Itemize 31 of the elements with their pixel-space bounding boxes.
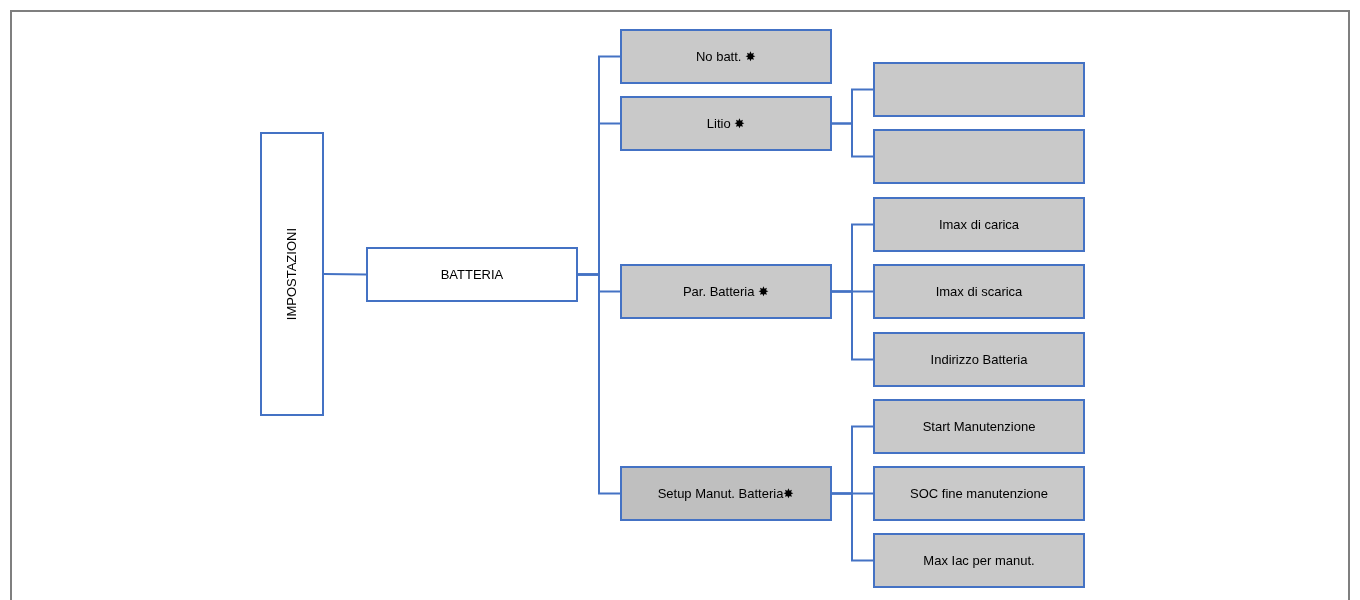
connector-line bbox=[323, 273, 367, 276]
menu-box bbox=[873, 533, 1085, 588]
menu-label: Litio ✸ bbox=[706, 114, 746, 133]
menu-label: Start Manutenzione bbox=[922, 417, 1036, 436]
menu-box bbox=[873, 264, 1085, 319]
menu-label: Setup Manut. Batteria✸ bbox=[657, 484, 795, 503]
menu-box bbox=[620, 264, 832, 319]
menu-label: Imax di scarica bbox=[935, 282, 1023, 301]
connector-line bbox=[831, 122, 874, 158]
menu-box bbox=[620, 96, 832, 151]
menu-box bbox=[366, 247, 578, 302]
empty-box bbox=[873, 129, 1085, 184]
menu-box bbox=[620, 466, 832, 521]
connector-line bbox=[831, 290, 874, 361]
menu-label: Max Iac per manut. bbox=[923, 551, 1035, 570]
menu-box bbox=[620, 29, 832, 84]
menu-label: Indirizzo Batteria bbox=[930, 350, 1028, 369]
menu-label: SOC fine manutenzione bbox=[910, 484, 1048, 503]
menu-label: No batt. ✸ bbox=[695, 47, 757, 66]
connector-line bbox=[577, 273, 621, 495]
menu-box bbox=[873, 466, 1085, 521]
menu-box bbox=[260, 132, 324, 416]
empty-box bbox=[873, 62, 1085, 117]
menu-box bbox=[873, 332, 1085, 387]
connector-line bbox=[831, 492, 874, 562]
menu-box bbox=[873, 399, 1085, 454]
menu-label: Par. Batteria ✸ bbox=[682, 282, 770, 301]
menu-box bbox=[873, 197, 1085, 252]
menu-label: Imax di carica bbox=[938, 215, 1020, 234]
menu-label: BATTERIA bbox=[440, 265, 504, 284]
menu-label: IMPOSTAZIONI bbox=[283, 227, 301, 321]
